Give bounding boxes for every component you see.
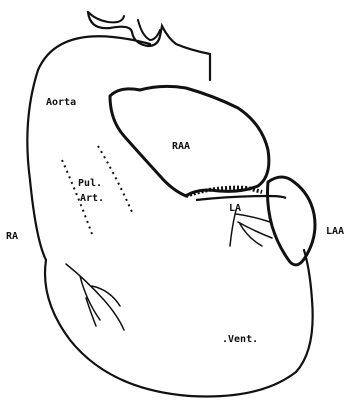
label-art: Art.: [80, 193, 104, 204]
label-aorta: Aorta: [46, 97, 76, 108]
laa-outline: [268, 177, 316, 265]
la-boundary: [196, 196, 286, 200]
label-vent: .Vent.: [222, 334, 258, 345]
la-vessel-branches: [230, 210, 272, 246]
label-la: LA: [229, 203, 241, 214]
label-laa: LAA: [326, 226, 344, 237]
ra-vessel-branches: [66, 264, 124, 330]
heart-outline: [27, 12, 312, 397]
label-pul: Pul.: [78, 178, 102, 189]
label-ra: RA: [6, 231, 18, 242]
label-raa: RAA: [172, 141, 190, 152]
